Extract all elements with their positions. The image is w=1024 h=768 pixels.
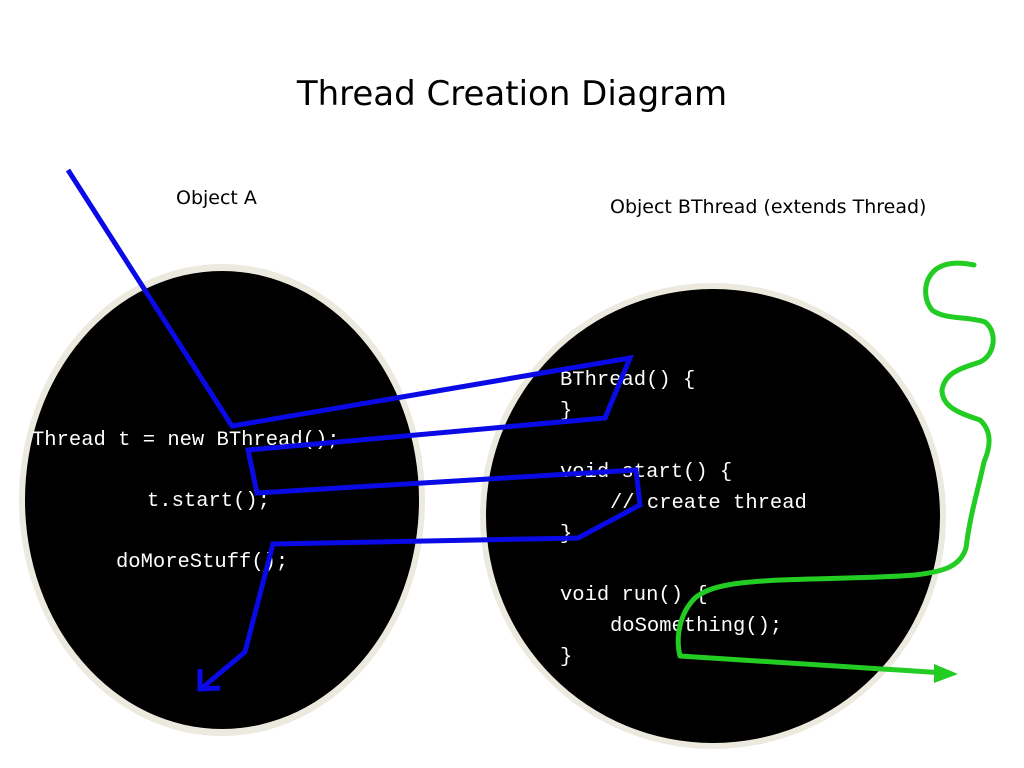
main-thread-arrowhead <box>197 669 221 692</box>
main-thread-path <box>65 168 643 692</box>
code-line-new-bthread: Thread t = new BThread(); <box>32 429 340 452</box>
code-line-run-close: } <box>560 646 572 669</box>
code-line-t-start: t.start(); <box>147 490 270 513</box>
code-line-do-something: doSomething(); <box>610 615 782 638</box>
object-b-oval <box>480 283 946 749</box>
code-line-create-thread-comment: // create thread <box>610 492 807 515</box>
code-line-run-method: void run() { <box>560 584 708 607</box>
new-thread-path <box>675 260 996 683</box>
object-a-label: Object A <box>176 187 257 209</box>
new-thread-arrowhead <box>934 664 958 683</box>
code-line-constructor-close: } <box>560 400 572 423</box>
code-line-do-more-stuff: doMoreStuff(); <box>116 551 288 574</box>
object-a-oval <box>19 264 425 736</box>
code-line-start-close: } <box>560 523 572 546</box>
diagram-title: Thread Creation Diagram <box>296 74 728 114</box>
code-line-start-method: void start() { <box>560 461 732 484</box>
code-line-constructor: BThread() { <box>560 369 695 392</box>
object-b-label: Object BThread (extends Thread) <box>610 196 927 218</box>
